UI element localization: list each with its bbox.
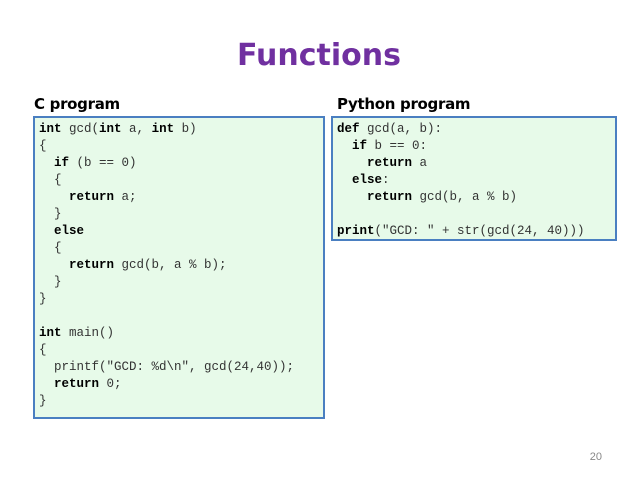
code-text: gcd(a, b): — [359, 122, 443, 136]
python-code-line: def gcd(a, b): — [337, 121, 615, 138]
code-keyword: if — [352, 139, 368, 153]
c-code-line: int gcd(int a, int b) — [39, 121, 323, 138]
c-code-line: return a; — [39, 189, 323, 206]
code-text — [337, 139, 352, 153]
c-code-line: { — [39, 240, 323, 257]
code-text: (b == 0) — [69, 156, 137, 170]
code-text — [39, 224, 54, 238]
code-text — [337, 156, 367, 170]
code-keyword: int — [151, 122, 175, 136]
code-text — [337, 173, 352, 187]
python-code-block: def gcd(a, b): if b == 0: return a else:… — [331, 116, 617, 241]
code-keyword: else — [352, 173, 383, 187]
code-keyword: else — [54, 224, 85, 238]
c-code-line: } — [39, 274, 323, 291]
page-number: 20 — [589, 451, 602, 463]
c-code-line: } — [39, 206, 323, 223]
code-keyword: print — [337, 224, 375, 238]
code-keyword: int — [99, 122, 122, 136]
code-text: gcd(b, a % b) — [412, 190, 518, 204]
c-program-heading: C program — [34, 95, 120, 113]
code-text: } — [39, 394, 47, 408]
code-keyword: int — [39, 122, 62, 136]
code-text: main() — [61, 326, 115, 340]
code-text: printf("GCD: %d\n", gcd(24,40)); — [39, 360, 295, 374]
code-text: { — [39, 173, 62, 187]
code-text — [39, 377, 54, 391]
code-text: { — [39, 139, 47, 153]
code-text: a; — [114, 190, 137, 204]
c-code-block: int gcd(int a, int b){ if (b == 0) { ret… — [33, 116, 325, 419]
python-code-line: if b == 0: — [337, 138, 615, 155]
code-keyword: return — [69, 258, 115, 272]
c-code-line: return gcd(b, a % b); — [39, 257, 323, 274]
code-keyword: return — [54, 377, 100, 391]
c-code-line: } — [39, 291, 323, 308]
python-code-line: return gcd(b, a % b) — [337, 189, 615, 206]
code-text: a, — [121, 122, 152, 136]
c-code-line: return 0; — [39, 376, 323, 393]
code-keyword: return — [367, 190, 413, 204]
code-keyword: return — [367, 156, 413, 170]
code-text: { — [39, 241, 62, 255]
code-keyword: return — [69, 190, 115, 204]
code-text — [39, 258, 69, 272]
code-text — [39, 156, 54, 170]
c-code-line: { — [39, 342, 323, 359]
code-keyword: int — [39, 326, 62, 340]
c-code-line: } — [39, 393, 323, 410]
c-code-line: else — [39, 223, 323, 240]
code-keyword: if — [54, 156, 70, 170]
c-code-line: int main() — [39, 325, 323, 342]
code-text — [39, 190, 69, 204]
code-text: } — [39, 207, 62, 221]
python-program-heading: Python program — [337, 95, 471, 113]
code-text: a — [412, 156, 428, 170]
c-code-line: { — [39, 172, 323, 189]
code-text: ("GCD: " + str(gcd(24, 40))) — [374, 224, 585, 238]
code-text: gcd(b, a % b); — [114, 258, 227, 272]
code-text: } — [39, 275, 62, 289]
python-code-line: print("GCD: " + str(gcd(24, 40))) — [337, 223, 615, 239]
c-code-line: printf("GCD: %d\n", gcd(24,40)); — [39, 359, 323, 376]
c-code-line — [39, 308, 323, 325]
code-text — [337, 190, 367, 204]
code-text: { — [39, 343, 47, 357]
python-code-line: else: — [337, 172, 615, 189]
code-text: b) — [174, 122, 197, 136]
slide-title: Functions — [237, 38, 401, 73]
code-text: : — [382, 173, 390, 187]
code-text: b == 0: — [367, 139, 428, 153]
code-text: 0; — [99, 377, 122, 391]
code-keyword: def — [337, 122, 360, 136]
code-text: } — [39, 292, 47, 306]
python-code-line: return a — [337, 155, 615, 172]
c-code-line: { — [39, 138, 323, 155]
c-code-line: if (b == 0) — [39, 155, 323, 172]
python-code-line — [337, 206, 615, 223]
code-text: gcd( — [61, 122, 100, 136]
